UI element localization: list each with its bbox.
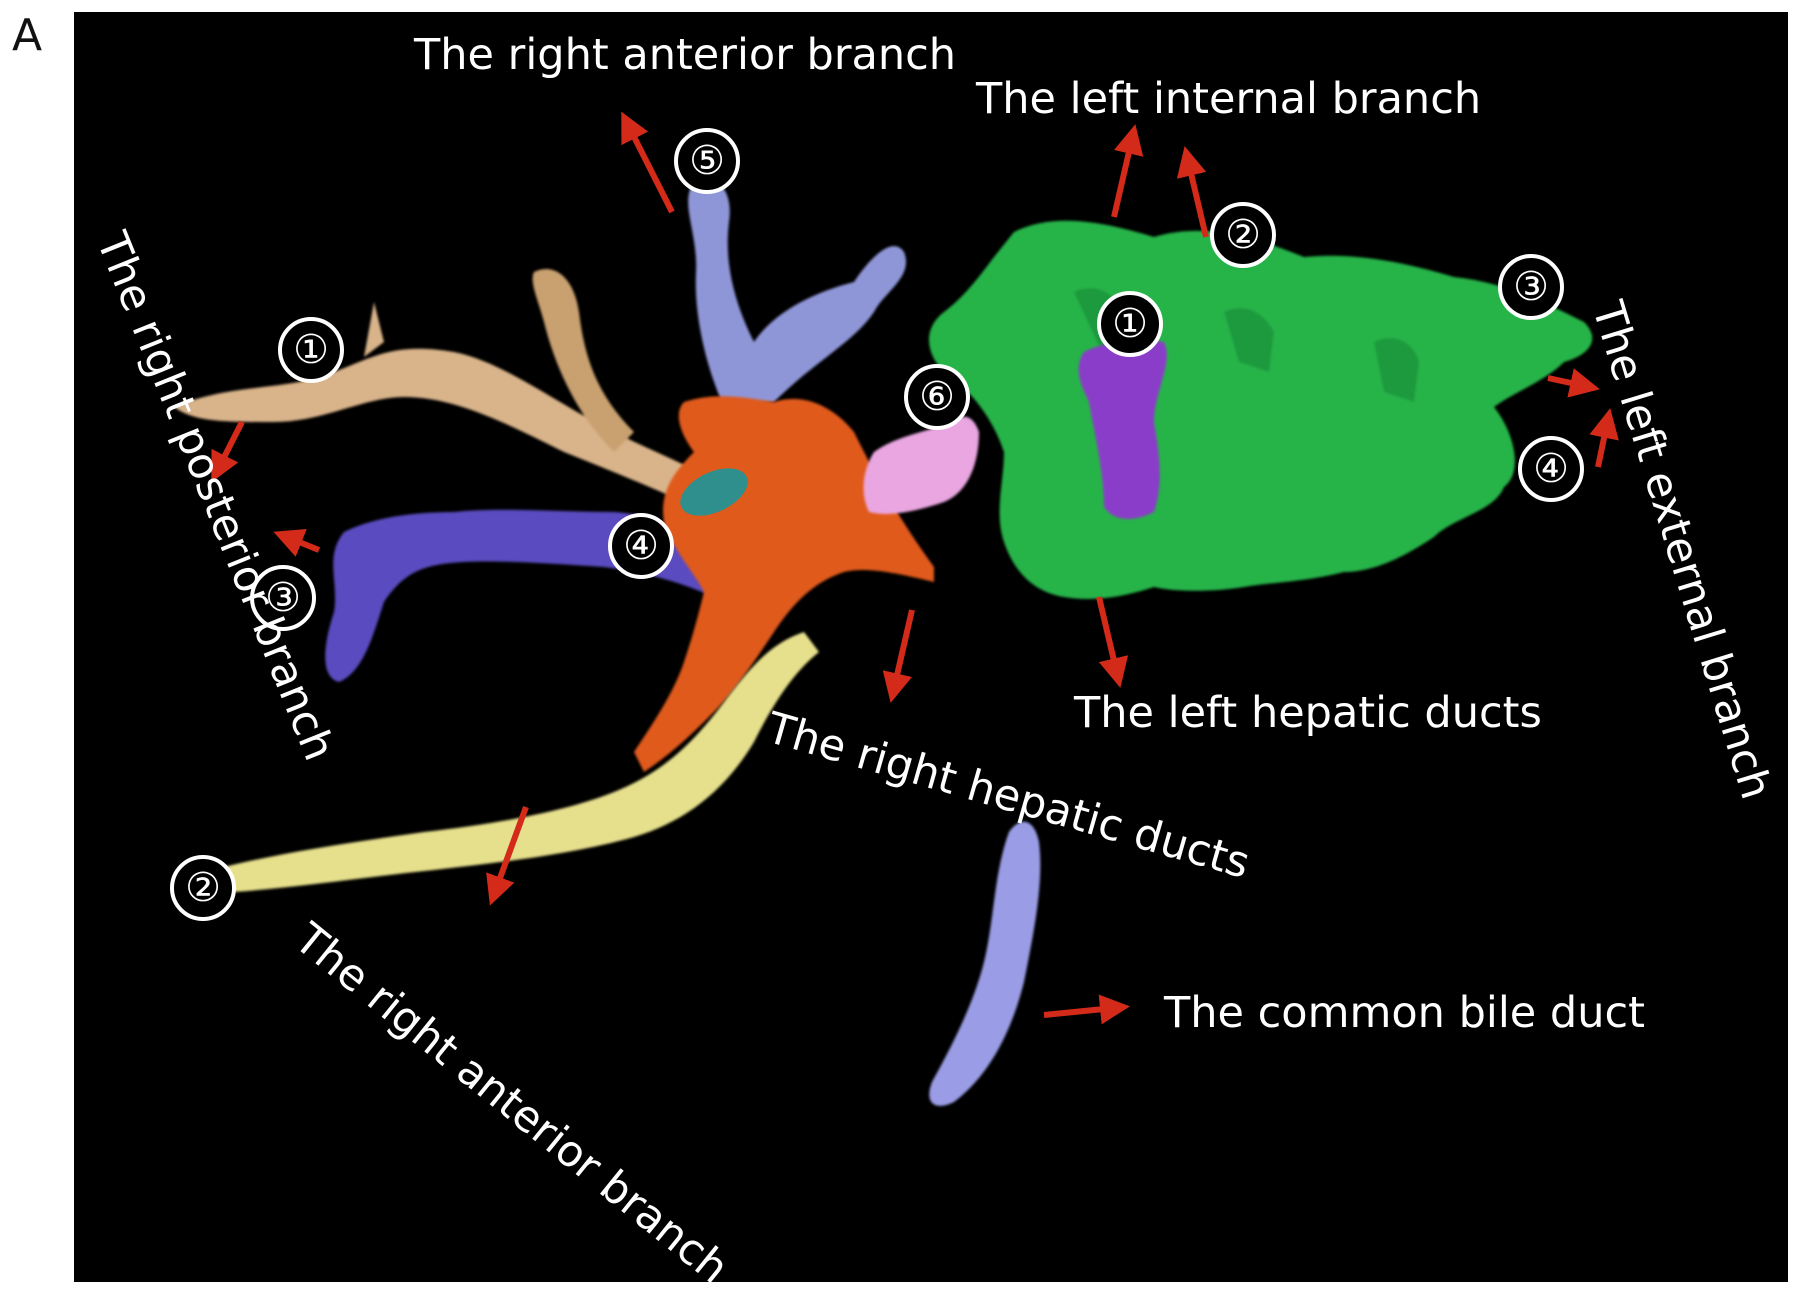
arrow-right-anterior-top xyxy=(621,111,675,214)
green-left-shape xyxy=(929,220,1593,599)
panel-letter: A xyxy=(12,10,43,61)
arrow-indigo xyxy=(273,528,321,557)
bile-duct-3d-render: ① ② ③ ④ ⑤ ⑥ ① ② ③ ④ The right anterior b… xyxy=(74,12,1788,1282)
label-common-bile: The common bile duct xyxy=(1164,988,1645,1038)
arrow-right-hepatic xyxy=(882,609,915,703)
teal-branch-shape xyxy=(680,468,748,516)
pink-branch-shape xyxy=(863,416,979,514)
arrow-right-anterior-bottom xyxy=(486,805,529,906)
arrow-left-internal-b xyxy=(1176,146,1209,238)
marker-4-right: ④ xyxy=(608,513,674,579)
arrow-left-external-b xyxy=(1589,408,1619,468)
marker-1-right: ① xyxy=(278,317,344,383)
periwinkle-branch-shape xyxy=(688,178,907,407)
annotation-arrows xyxy=(211,111,1619,1025)
yellow-branch-shape xyxy=(224,632,819,892)
label-left-internal: The left internal branch xyxy=(976,74,1482,124)
marker-2-left: ② xyxy=(1210,202,1276,268)
arrow-right-posterior xyxy=(211,420,245,483)
marker-6-right: ⑥ xyxy=(904,364,970,430)
arrow-left-internal-a xyxy=(1111,124,1144,218)
arrow-common-bile xyxy=(1043,994,1130,1025)
common-bile-duct-shape xyxy=(929,821,1041,1106)
marker-3-right: ③ xyxy=(250,565,316,631)
marker-5-right: ⑤ xyxy=(674,128,740,194)
marker-1-left: ① xyxy=(1097,291,1163,357)
render-graphics xyxy=(174,111,1619,1106)
arrow-left-external-a xyxy=(1547,368,1600,398)
purple-left-shape xyxy=(1078,340,1167,519)
arrow-left-hepatic xyxy=(1096,596,1129,688)
marker-2-right: ② xyxy=(170,855,236,921)
marker-3-left: ③ xyxy=(1498,254,1564,320)
label-right-anterior-top: The right anterior branch xyxy=(414,30,957,80)
marker-4-left: ④ xyxy=(1518,436,1584,502)
label-left-hepatic: The left hepatic ducts xyxy=(1074,688,1542,738)
tan-branch-shape xyxy=(174,268,714,512)
